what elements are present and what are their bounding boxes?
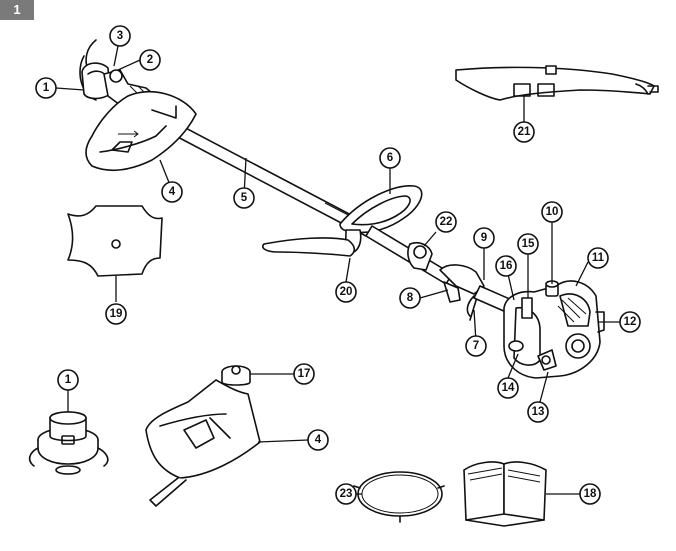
svg-text:19: 19 <box>110 308 123 320</box>
callout-14: 14 <box>497 377 519 399</box>
svg-text:14: 14 <box>502 382 515 394</box>
svg-text:8: 8 <box>407 292 414 304</box>
callout-15: 15 <box>517 233 539 255</box>
callout-7: 7 <box>465 335 487 357</box>
svg-text:7: 7 <box>473 340 479 352</box>
throttle-assembly <box>407 241 513 321</box>
callout-13: 13 <box>527 401 549 423</box>
svg-text:2: 2 <box>147 54 153 66</box>
svg-text:1: 1 <box>65 374 72 386</box>
svg-text:21: 21 <box>518 126 531 138</box>
svg-text:9: 9 <box>481 232 487 244</box>
trimmer-head <box>79 39 111 101</box>
svg-text:11: 11 <box>592 252 605 264</box>
svg-text:12: 12 <box>624 316 637 328</box>
shoulder-strap <box>455 65 659 101</box>
callout-17: 17 <box>293 363 315 385</box>
callout-19: 19 <box>105 303 127 325</box>
callout-6: 6 <box>379 147 401 169</box>
svg-text:6: 6 <box>387 152 393 164</box>
svg-text:5: 5 <box>241 192 248 204</box>
callout-12: 12 <box>619 311 641 333</box>
guard-and-adapter <box>145 365 261 507</box>
svg-text:4: 4 <box>315 434 322 446</box>
operator-manual <box>463 461 547 527</box>
drive-shaft <box>171 123 373 237</box>
j-handle <box>262 237 356 257</box>
callout-2: 2 <box>139 49 161 71</box>
svg-text:20: 20 <box>340 286 353 298</box>
callout-22: 22 <box>435 211 457 233</box>
callout-16: 16 <box>495 255 517 277</box>
svg-text:13: 13 <box>532 406 545 418</box>
callout-1-spare-head: 1 <box>57 369 79 391</box>
leader-lines <box>55 45 620 495</box>
spare-trimmer-head <box>28 411 109 475</box>
svg-text:16: 16 <box>500 260 513 272</box>
callout-18: 18 <box>579 483 601 505</box>
callout-4: 4 <box>161 181 183 203</box>
callout-20: 20 <box>335 281 357 303</box>
callout-8: 8 <box>399 287 421 309</box>
svg-text:1: 1 <box>43 82 50 94</box>
callout-11: 11 <box>587 247 609 269</box>
svg-text:17: 17 <box>298 368 311 380</box>
callout-4-large-guard: 4 <box>307 429 329 451</box>
svg-text:10: 10 <box>546 206 559 218</box>
svg-text:4: 4 <box>169 186 176 198</box>
callouts: 1 2 3 4 5 6 7 8 9 10 11 12 13 14 15 16 1… <box>35 25 641 505</box>
cutting-blade <box>67 205 163 277</box>
svg-text:15: 15 <box>522 238 535 250</box>
figure-number: 1 <box>13 2 21 17</box>
callout-10: 10 <box>541 201 563 223</box>
callout-5: 5 <box>233 187 255 209</box>
figure-number-tab: 1 <box>0 0 34 20</box>
callout-23: 23 <box>335 483 357 505</box>
callout-21: 21 <box>513 121 535 143</box>
svg-text:23: 23 <box>340 488 353 500</box>
engine <box>503 280 605 379</box>
callout-9: 9 <box>473 227 495 249</box>
svg-text:18: 18 <box>584 488 597 500</box>
svg-text:3: 3 <box>117 30 123 42</box>
o-ring <box>353 471 445 523</box>
callout-1: 1 <box>35 77 57 99</box>
callout-3: 3 <box>109 25 131 47</box>
svg-text:22: 22 <box>440 216 453 228</box>
cutting-guard <box>85 90 197 172</box>
